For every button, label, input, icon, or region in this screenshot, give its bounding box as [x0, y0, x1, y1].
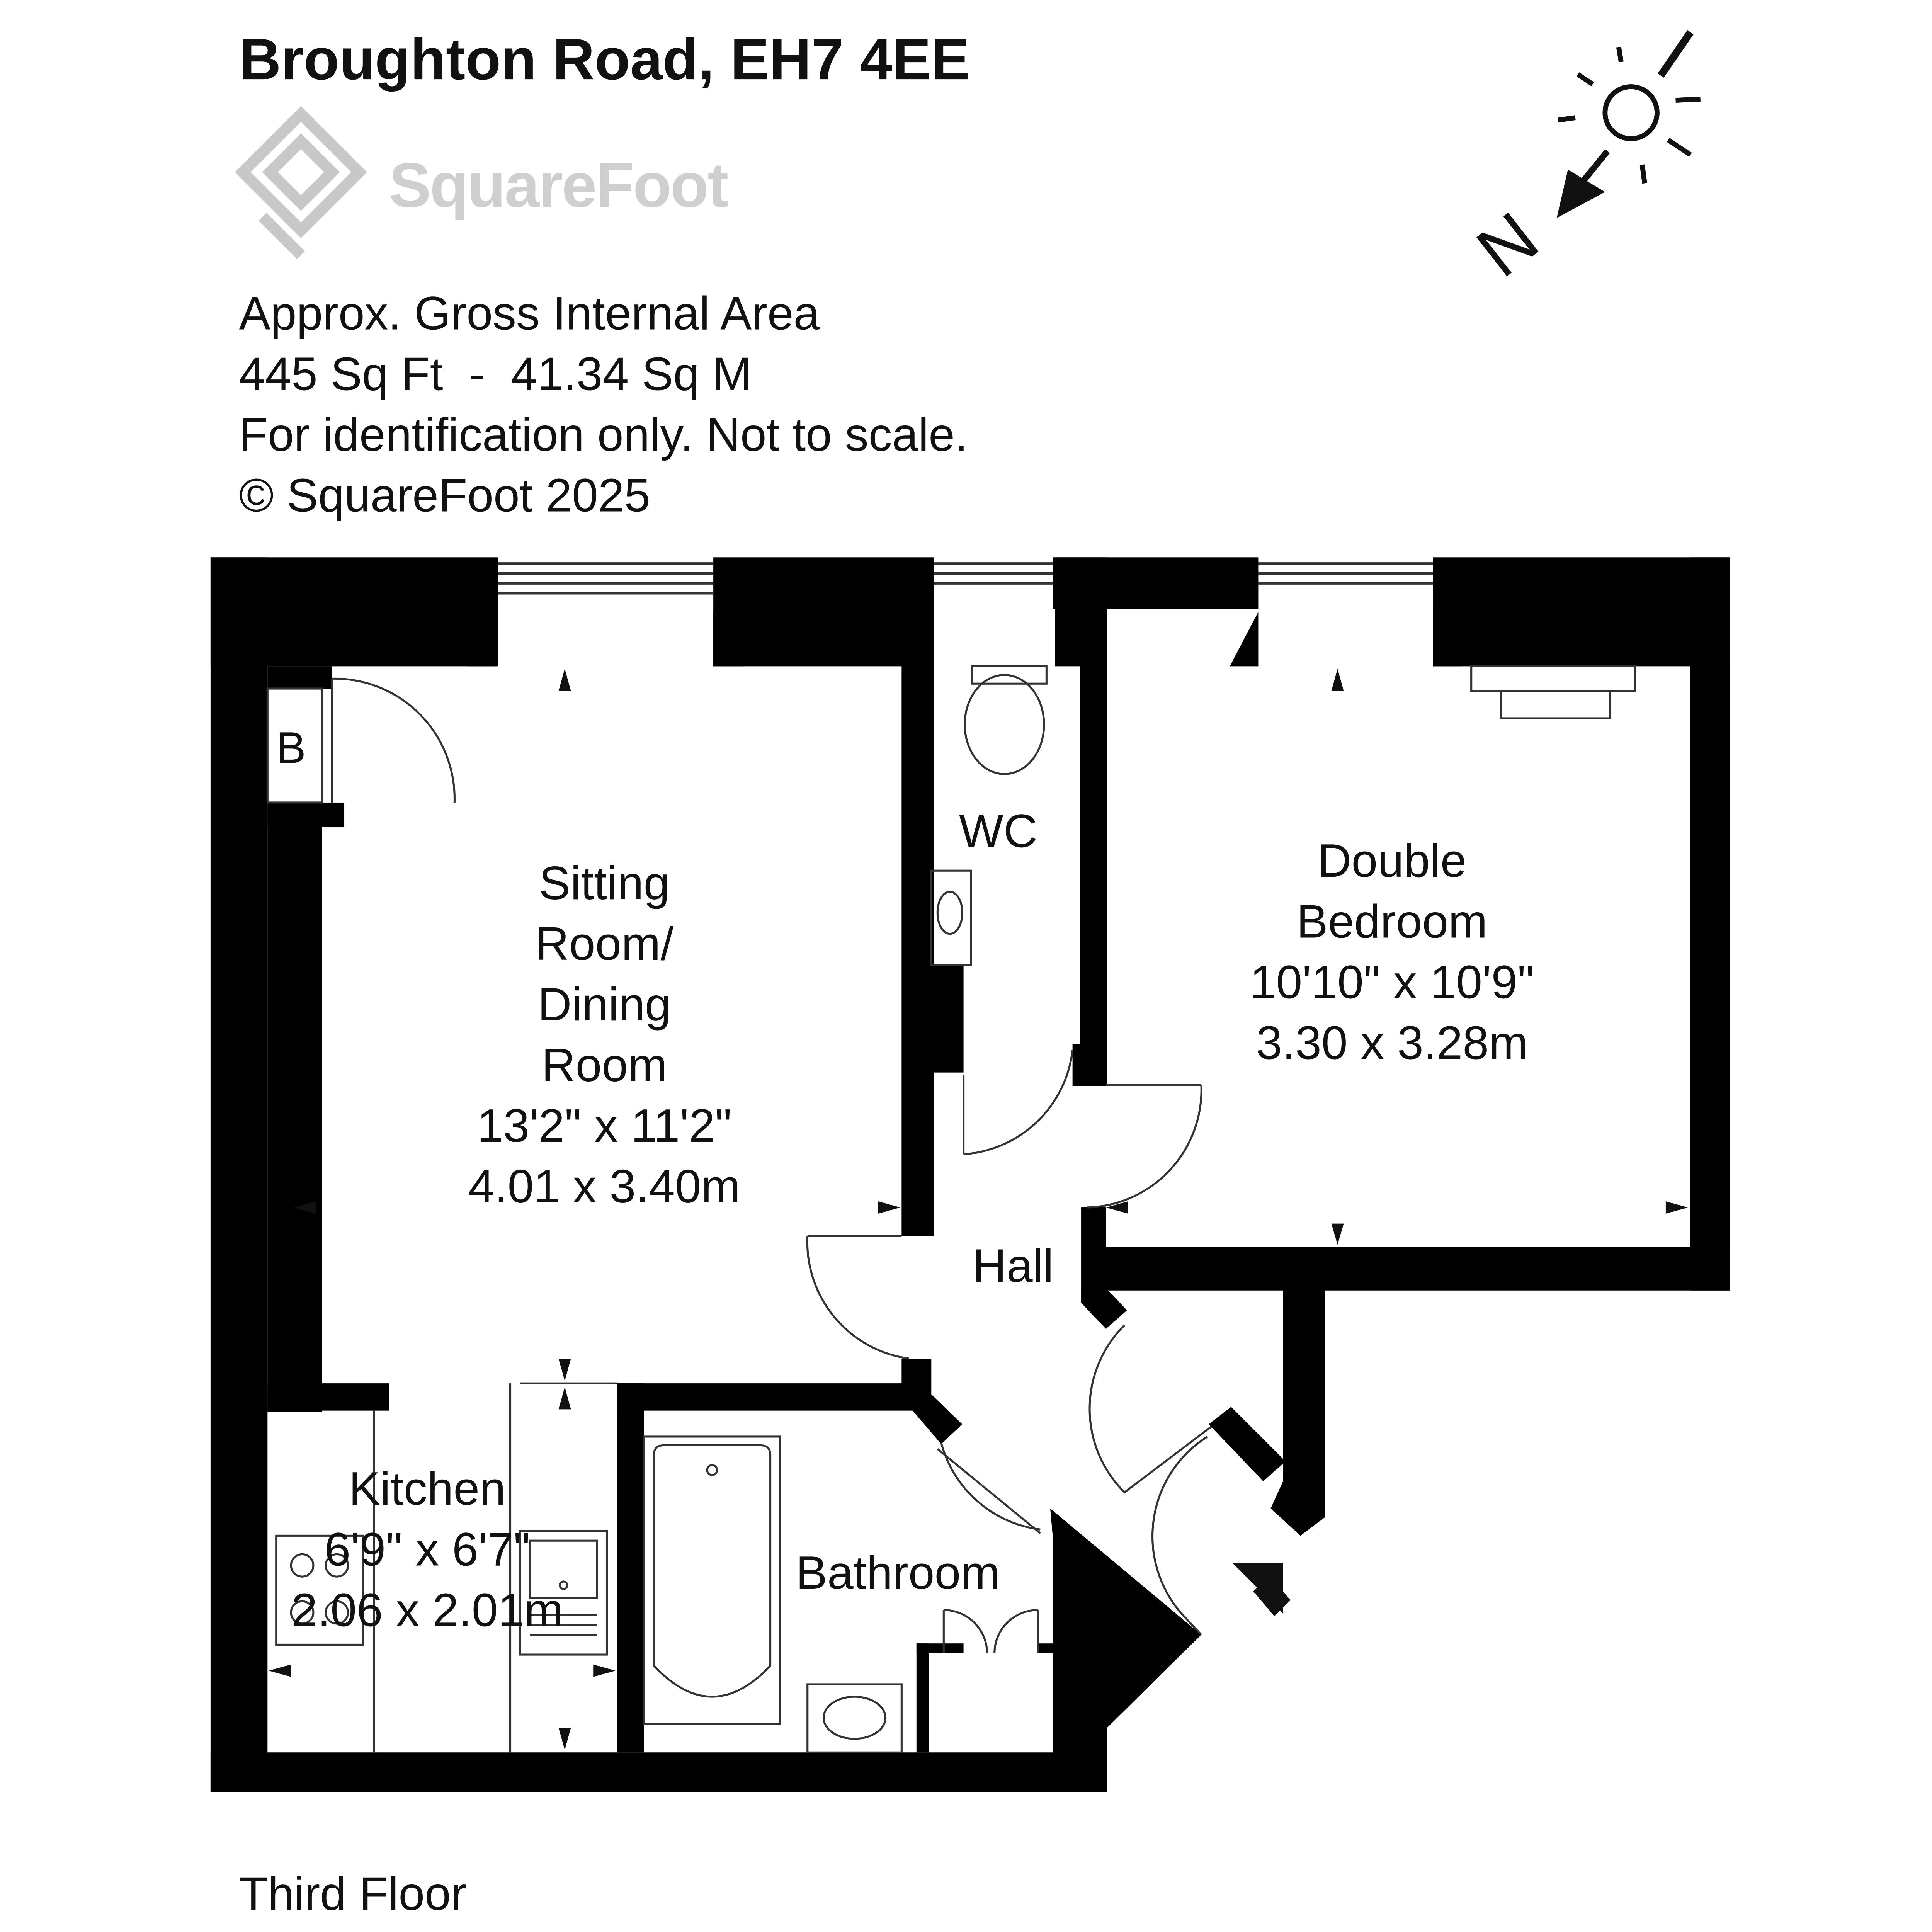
hall-label: Hall: [973, 1239, 1054, 1292]
sitting-room-name-line1: Sitting: [539, 857, 670, 909]
window-bedroom: [1258, 562, 1433, 585]
kitchen-label: Kitchen 6'9" x 6'7" 2.06 x 2.01m: [291, 1462, 563, 1636]
boiler-cupboard: [266, 687, 323, 804]
copyright: © SquareFoot 2025: [239, 469, 651, 522]
sitting-room-imperial: 13'2" x 11'2": [477, 1099, 732, 1152]
squarefoot-logo: SquareFoot: [235, 106, 729, 259]
fixtures: [266, 665, 1636, 1753]
disclaimer: For identification only. Not to scale.: [239, 408, 968, 461]
bathroom-door: [937, 1442, 1041, 1534]
bedroom-imperial: 10'10" x 10'9": [1250, 956, 1534, 1008]
dimension-markers: [269, 668, 1688, 1750]
window-wc: [934, 562, 1053, 585]
bathtub-icon: [643, 1435, 781, 1725]
north-arrow-icon: [1556, 149, 1610, 218]
bathroom-basin-icon: [806, 1683, 903, 1753]
wc-basin-icon: [930, 869, 972, 966]
bedroom-door: [1087, 1084, 1202, 1209]
window-sitting-room: [498, 562, 714, 595]
entrance-door: [1151, 1435, 1208, 1636]
bathroom-cupboard-doors: [942, 1609, 1039, 1653]
wc-door: [963, 1050, 1074, 1155]
bedroom-name-line1: Double: [1318, 834, 1467, 887]
hob-icon: [275, 1534, 364, 1646]
boiler-label: B: [276, 723, 306, 772]
squarefoot-logo-mark-icon: [235, 106, 367, 259]
hall-cupboard-door: [1088, 1324, 1212, 1494]
kitchen-imperial: 6'9" x 6'7": [325, 1523, 530, 1575]
area-value: 445 Sq Ft - 41.34 Sq M: [239, 348, 752, 400]
sitting-room-door: [806, 1235, 909, 1360]
bedroom-label: Double Bedroom 10'10" x 10'9" 3.30 x 3.2…: [1250, 834, 1534, 1069]
sitting-room-name-line3: Dining: [537, 978, 671, 1031]
brand-wordmark: SquareFoot: [389, 150, 728, 220]
property-address: Broughton Road, EH7 4EE: [239, 27, 970, 92]
room-labels: B Sitting Room/ Dining Room 13'2" x 11'2…: [276, 723, 1534, 1636]
north-label: N: [1463, 197, 1553, 292]
sitting-room-label: Sitting Room/ Dining Room 13'2" x 11'2" …: [468, 857, 740, 1213]
compass-north-indicator: N: [1463, 30, 1701, 292]
sun-icon: [1558, 30, 1701, 184]
wc-label: WC: [959, 804, 1037, 857]
radiator-icon: [1470, 665, 1636, 719]
floor-label: Third Floor: [239, 1867, 467, 1920]
kitchen-name: Kitchen: [349, 1462, 506, 1515]
sitting-room-metric: 4.01 x 3.40m: [468, 1160, 740, 1213]
bedroom-name-line2: Bedroom: [1296, 895, 1487, 947]
walls: [210, 557, 1730, 1792]
sitting-room-name-line4: Room: [542, 1039, 667, 1091]
kitchen-sink-icon: [519, 1529, 608, 1656]
entrance-arrow-icon: [1232, 1563, 1291, 1616]
sitting-room-name-line2: Room/: [535, 917, 674, 970]
toilet-icon: [964, 665, 1048, 775]
bedroom-metric: 3.30 x 3.28m: [1256, 1016, 1528, 1069]
bathroom-label: Bathroom: [796, 1546, 1000, 1599]
windows: [498, 562, 1433, 595]
kitchen-metric: 2.06 x 2.01m: [291, 1583, 563, 1636]
boiler-cupboard-door: [331, 677, 456, 803]
area-label: Approx. Gross Internal Area: [239, 287, 820, 340]
